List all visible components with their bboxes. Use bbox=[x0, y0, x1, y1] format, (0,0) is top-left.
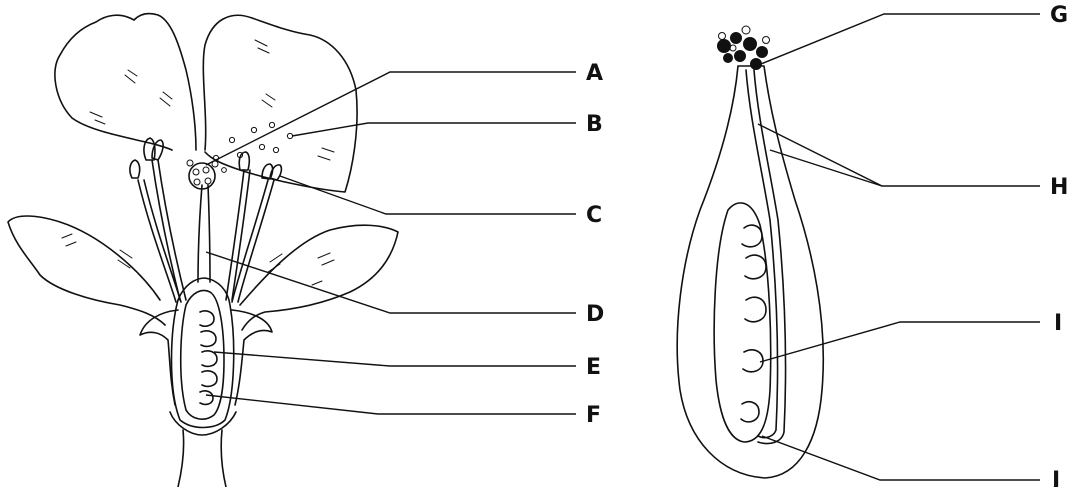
pistil-leader-lines bbox=[756, 14, 1040, 480]
label-f: F bbox=[586, 403, 601, 428]
style bbox=[198, 185, 210, 282]
label-i: I bbox=[1054, 311, 1062, 336]
label-a: A bbox=[586, 61, 603, 86]
pistil-diagram: G H I J bbox=[677, 3, 1068, 487]
label-d: D bbox=[586, 302, 604, 327]
pistil-body bbox=[677, 66, 823, 478]
label-g: G bbox=[1050, 3, 1068, 28]
label-j: J bbox=[1050, 468, 1060, 487]
label-c: C bbox=[586, 203, 602, 228]
label-e: E bbox=[586, 355, 601, 380]
flower-leader-lines bbox=[206, 72, 576, 414]
right-sepal bbox=[232, 310, 272, 405]
label-h: H bbox=[1050, 175, 1068, 200]
upper-left-petal bbox=[55, 14, 196, 150]
flower-diagram: A B C D E F bbox=[8, 14, 604, 487]
flower-stem bbox=[178, 430, 226, 487]
lower-right-petal bbox=[240, 225, 398, 330]
lower-left-petal bbox=[8, 216, 165, 325]
pistil-ovules bbox=[741, 225, 766, 422]
ovules bbox=[200, 311, 217, 405]
label-b: B bbox=[586, 112, 603, 137]
ovary-cavity bbox=[181, 291, 224, 420]
